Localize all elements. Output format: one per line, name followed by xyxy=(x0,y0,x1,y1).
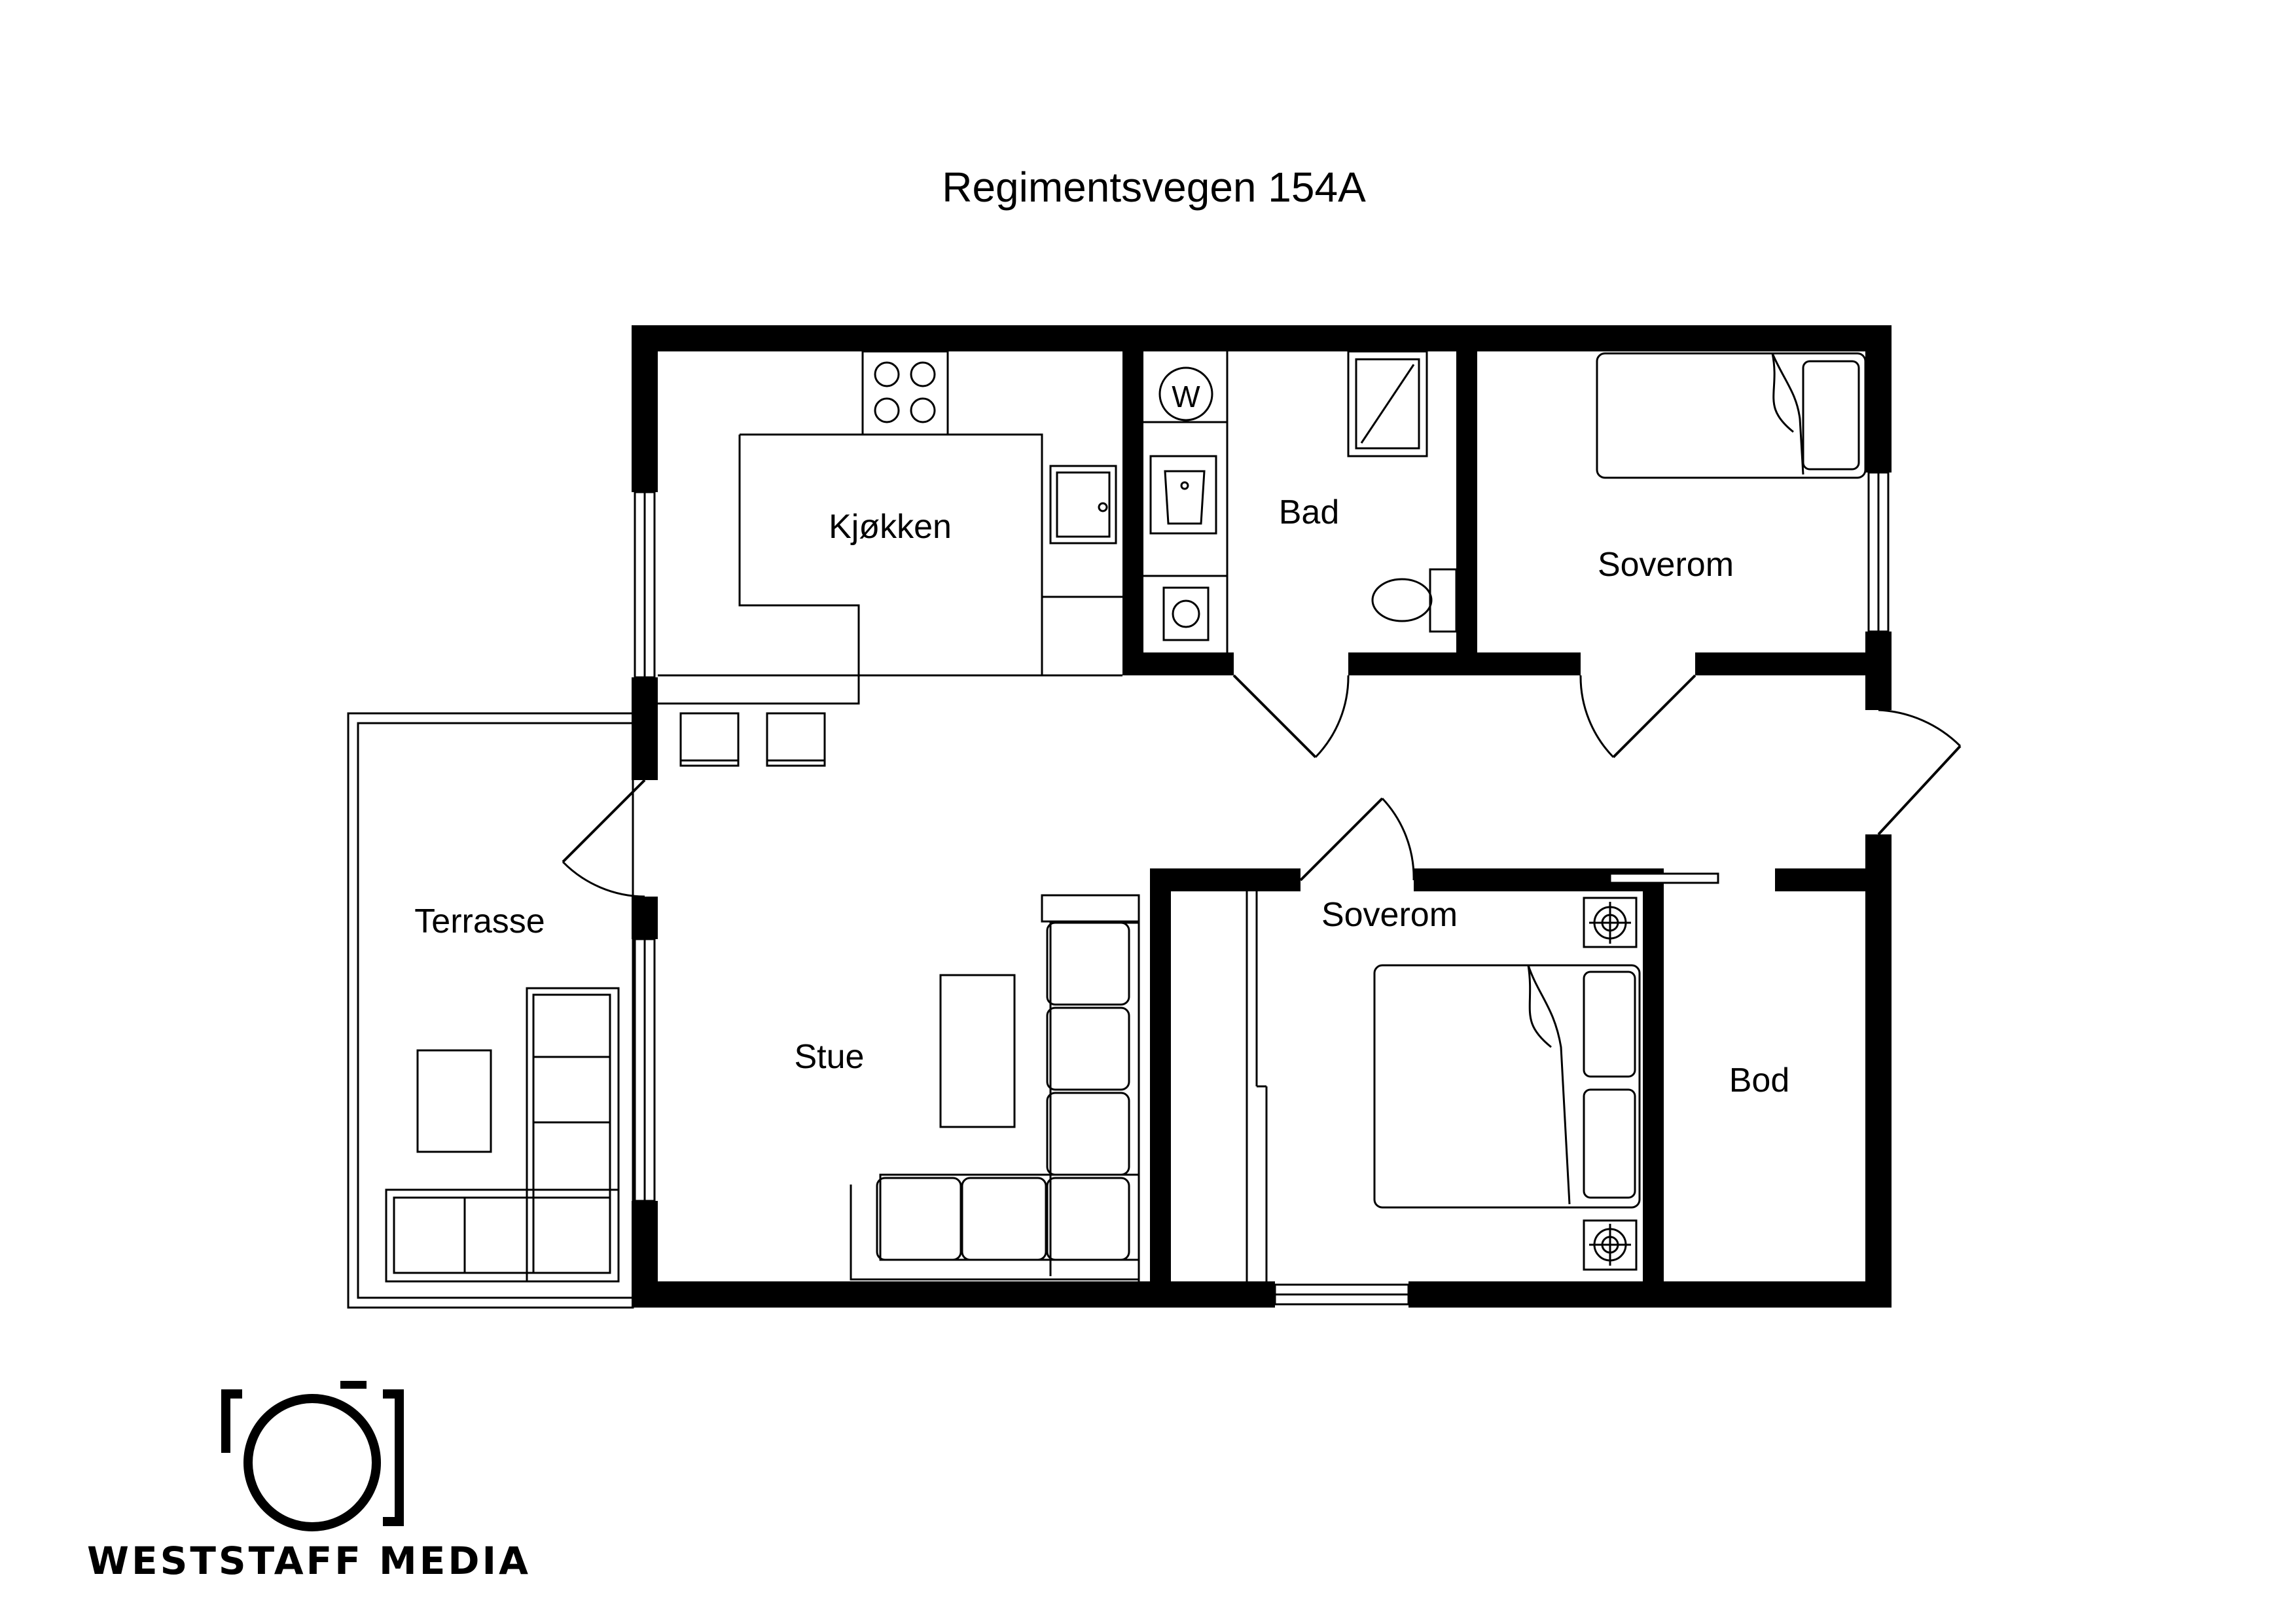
doors xyxy=(562,674,1962,898)
nightstand-lamp-icon xyxy=(1583,897,1638,948)
nightstand-lamp-icon xyxy=(1583,1219,1638,1271)
washer-label: W xyxy=(1172,380,1200,414)
bathroom: W xyxy=(1143,350,1458,652)
washer-icon xyxy=(1158,366,1213,421)
toilet-icon xyxy=(1371,568,1458,633)
bar-stool xyxy=(766,712,826,767)
bedroom-bottom xyxy=(1246,891,1641,1281)
stove xyxy=(861,350,949,436)
terrace-sofa-side xyxy=(526,987,620,1283)
bar-stool xyxy=(679,712,740,767)
living-sofa xyxy=(1049,921,1140,1281)
pillow xyxy=(1583,971,1636,1078)
room-label-bathroom: Bad xyxy=(1279,493,1340,531)
terrace-sofa-bottom xyxy=(385,1188,620,1283)
walls xyxy=(632,325,1892,1308)
pillow xyxy=(1802,360,1860,471)
coffee-table xyxy=(939,974,1016,1128)
kitchen xyxy=(658,350,1122,767)
brand-name: WESTSTAFF MEDIA xyxy=(87,1539,531,1583)
pillow xyxy=(1583,1088,1636,1199)
kitchen-island xyxy=(658,435,860,705)
living-room xyxy=(850,894,1140,1281)
kitchen-sink-icon xyxy=(1049,465,1117,544)
double-bed xyxy=(1373,964,1641,1209)
room-label-living: Stue xyxy=(795,1038,865,1076)
room-label-bedroom-top: Soverom xyxy=(1598,546,1734,584)
room-label-bedroom-bottom: Soverom xyxy=(1321,896,1458,934)
bed xyxy=(1596,352,1867,479)
terrace-table xyxy=(416,1049,492,1153)
room-label-kitchen: Kjøkken xyxy=(829,508,952,546)
camera-logo-icon xyxy=(221,1381,404,1531)
bath-sink-icon xyxy=(1149,455,1217,535)
plan-title: Regimentsvegen 154A xyxy=(942,164,1366,211)
floor-drain-icon xyxy=(1172,599,1200,628)
bedroom-top xyxy=(1596,352,1867,479)
room-label-terrace: Terrasse xyxy=(414,902,545,940)
windows xyxy=(634,471,1890,1306)
terrace xyxy=(347,712,634,1309)
shower-icon xyxy=(1347,350,1428,457)
room-label-storage: Bod xyxy=(1729,1061,1790,1099)
